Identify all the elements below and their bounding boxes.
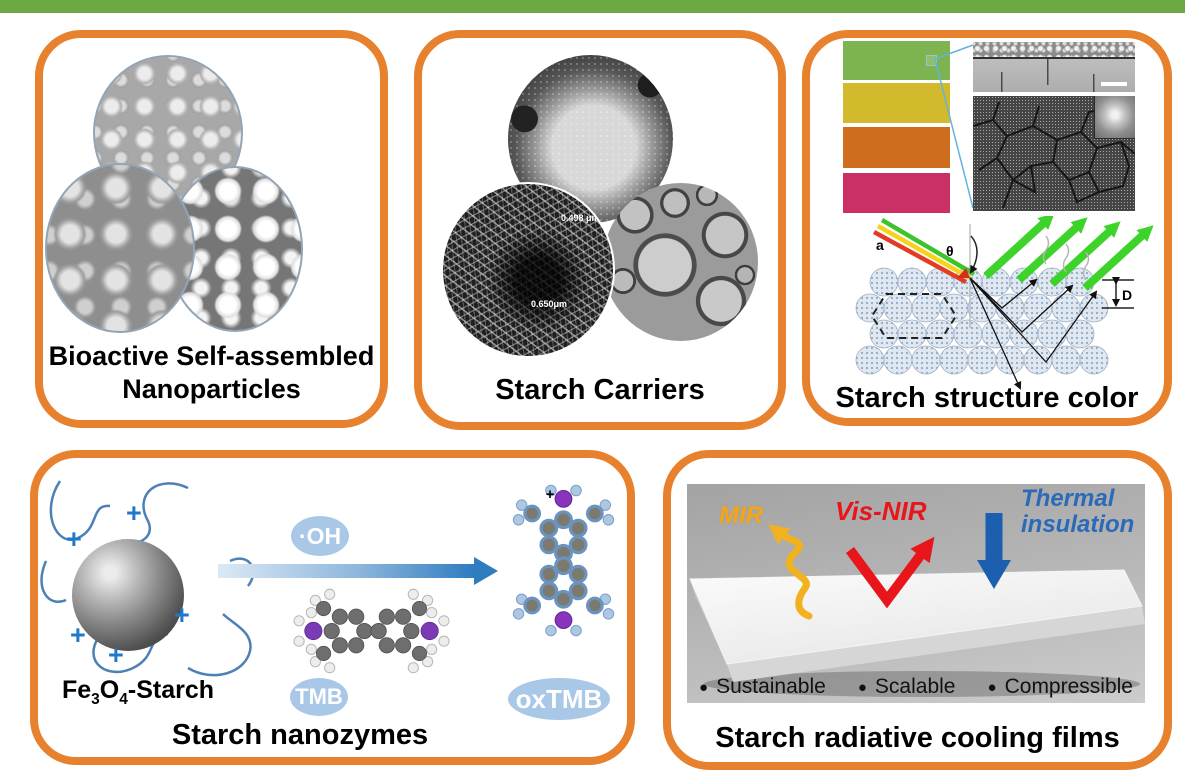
scale-label-top: 0.498 μm [561, 213, 600, 223]
tmb-molecule [293, 588, 450, 674]
sem-image-fiber-network: 0.498 μm 0.650μm [441, 182, 615, 358]
hexagon-unit-cell [870, 293, 958, 339]
panel-title: Starch nanozymes [171, 718, 429, 751]
visnir-label: Vis-NIR [835, 496, 927, 526]
cooling-film-photo: MIR Vis-NIR Thermal insulation ● Sustain… [687, 484, 1145, 703]
starch-particle-lattice [855, 267, 1109, 375]
crack-lines-texture [973, 59, 1135, 92]
panel-title-line1: Bioactive Self-assembled [48, 341, 375, 372]
reaction-arrow-icon [218, 557, 498, 585]
panel-radiative-cooling-films: MIR Vis-NIR Thermal insulation ● Sustain… [663, 450, 1172, 770]
visnir-arrow-icon [845, 536, 935, 609]
tmb-badge: TMB [290, 678, 348, 716]
bullet-item: ● Compressible [988, 675, 1133, 699]
starch-chain-squiggles [40, 480, 255, 677]
angle-label: θ [946, 243, 954, 259]
scalebar-icon [1101, 82, 1127, 86]
fft-inset-icon [1094, 96, 1135, 139]
panel-bioactive-nanoparticles: Bioactive Self-assembled Nanoparticles [35, 30, 388, 428]
color-strip-orange [843, 127, 950, 168]
plus-charge-icon: + [66, 524, 82, 554]
bullet-icon: ● [857, 678, 867, 696]
sem-image-nanoparticles-right [167, 166, 303, 332]
light-scattering-diagram: a θ D [855, 216, 1154, 390]
beam-label: a [876, 237, 884, 253]
plus-charge-icon: + [126, 498, 142, 528]
panel-starch-nanozymes: + + + + + Fe3O4-Starch ·OH [30, 450, 635, 765]
fe3o4-nanoparticle-sphere [72, 539, 184, 651]
panel-title: Starch structure color [835, 381, 1139, 414]
oxtmb-badge: oxTMB [508, 678, 610, 720]
plus-charge-icon: + [70, 620, 86, 650]
magnifier-square-icon [926, 55, 937, 66]
oh-radical-badge: ·OH [291, 516, 349, 556]
panel-title: Starch Carriers [495, 373, 705, 406]
panel-starch-carriers: 0.498 μm 0.650μm Starch Carriers [414, 30, 786, 430]
feature-bullets: ● Sustainable ● Scalable ● Compressible [699, 675, 1133, 699]
bullet-icon: ● [699, 678, 709, 696]
bullet-label: Compressible [1004, 675, 1133, 698]
reflected-green-arrows [983, 216, 1154, 291]
film-render [689, 513, 1145, 697]
header-green-bar [0, 0, 1185, 13]
panel-title: Starch radiative cooling films [715, 721, 1120, 754]
panel-starch-structure-color: a θ D Starch structure color [802, 30, 1172, 426]
zoom-connector-lines [934, 44, 974, 209]
sem-image-colloidal-domains [973, 96, 1135, 211]
plus-charge-icon: + [108, 640, 124, 670]
fe3o4-starch-label: Fe3O4-Starch [61, 676, 215, 708]
incident-beam-icon [872, 218, 976, 284]
plus-charge-icon: + [174, 600, 190, 630]
spacing-label: D [1122, 287, 1132, 303]
bullet-item: ● Scalable [858, 675, 956, 699]
particle-layer-texture [973, 42, 1135, 59]
oxtmb-molecule: + [512, 484, 615, 637]
micrograph-starch-droplets [603, 183, 758, 341]
sem-image-film-cross-section [973, 42, 1135, 92]
mir-label: MIR [719, 502, 763, 529]
bullet-item: ● Sustainable [699, 675, 826, 699]
bullet-label: Sustainable [716, 675, 826, 698]
panel-title-line2: Nanoparticles [122, 374, 301, 405]
bullet-icon: ● [987, 678, 997, 696]
color-strip-yellow [843, 83, 950, 123]
theta-arc [969, 235, 978, 274]
bullet-label: Scalable [874, 675, 956, 698]
thermal-insulation-label: Thermal insulation [1021, 485, 1135, 538]
color-strip-pink [843, 173, 950, 213]
internal-reflection-rays [969, 277, 1098, 390]
thermal-arrow-icon [977, 513, 1011, 589]
color-strip-green [843, 41, 950, 80]
mir-wavy-arrow-icon [768, 524, 813, 620]
layer-spacing-marker [1102, 277, 1134, 309]
wave-squiggles [1042, 235, 1090, 281]
radical-plus-label: + [546, 487, 555, 503]
sem-image-nanoparticles-left [45, 163, 195, 333]
scale-label-bottom: 0.650μm [531, 299, 568, 309]
